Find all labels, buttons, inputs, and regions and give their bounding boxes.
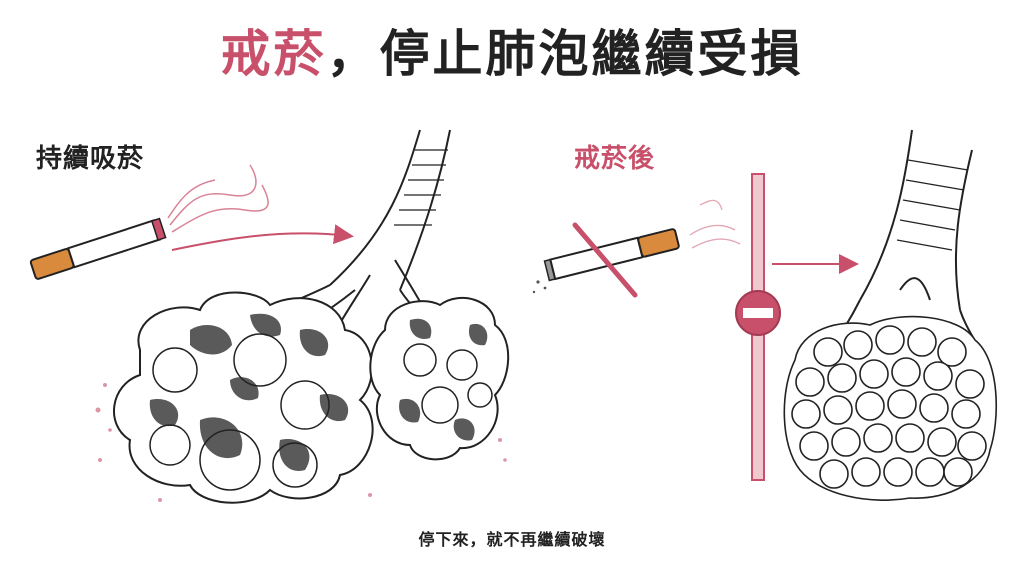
extinguished-cigarette-icon [543, 228, 680, 282]
page-title: 戒菸，停止肺泡繼續受損 [0, 14, 1024, 86]
faint-smoke-icon [689, 199, 741, 249]
debris-particles [95, 383, 507, 502]
damaged-alveoli-cluster [113, 291, 374, 504]
healthy-alveoli-cluster [783, 315, 998, 501]
stop-sign-icon [735, 290, 781, 336]
smoking-label: 持續吸菸 [36, 144, 145, 174]
ash-icon [532, 280, 547, 294]
caption: 停下來，就不再繼續破壞 [418, 530, 606, 549]
smoke-icon [167, 164, 269, 233]
title-rest: ，停止肺泡繼續受損 [326, 25, 804, 83]
quit-smoking-label: 戒菸後 [574, 144, 656, 174]
no-smoking-slash [572, 222, 638, 298]
lit-cigarette-icon [29, 217, 167, 280]
damaged-alveoli-small-cluster [369, 296, 510, 461]
title-accent: 戒菸 [220, 25, 327, 83]
smoking-arrow [171, 224, 354, 251]
